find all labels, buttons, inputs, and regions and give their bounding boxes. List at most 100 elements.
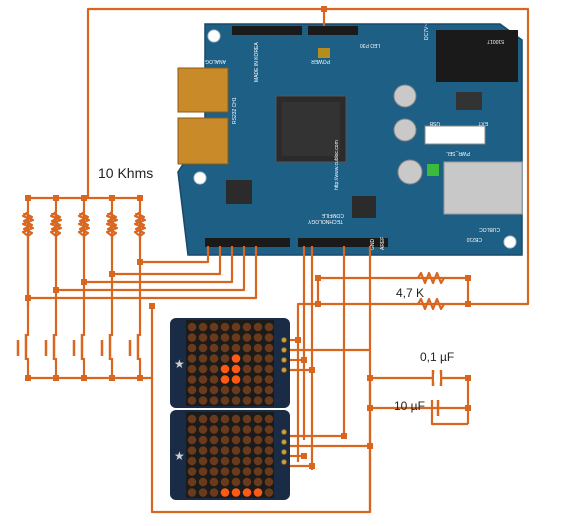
star-icon: ★ (174, 357, 185, 371)
led-off (231, 385, 241, 395)
board-dc-in: DC7V~12V (424, 14, 430, 40)
led-off (264, 456, 274, 466)
led-on (220, 364, 230, 374)
led-on (242, 488, 252, 497)
board-brand: CUBLOC (479, 226, 500, 232)
board-pwr-sel: PWR_SEL (446, 150, 470, 156)
led-off (209, 333, 219, 342)
led-off (187, 385, 197, 395)
led-off (264, 364, 274, 374)
resistor-bank (21, 208, 147, 240)
led-off (198, 456, 208, 466)
led-off (253, 322, 263, 332)
led-off (198, 343, 208, 353)
led-off (231, 467, 241, 476)
led-off (242, 414, 252, 424)
led-off (253, 425, 263, 434)
pushbutton-3 (72, 334, 90, 360)
led-off (242, 456, 252, 466)
board-rs232: RS232 CH1 (232, 97, 238, 124)
led-off (242, 467, 252, 476)
led-on (231, 488, 241, 497)
pushbutton-1 (16, 334, 34, 360)
led-off (209, 446, 219, 455)
pullup-resistors (417, 271, 445, 311)
board-maker: COMFILE (321, 212, 344, 218)
led-off (264, 467, 274, 476)
led-off (264, 435, 274, 445)
led-off (242, 354, 252, 363)
led-on (253, 488, 263, 497)
board-aref: AREF (380, 237, 386, 250)
led-off (253, 343, 263, 353)
led-off (253, 477, 263, 487)
led-off (242, 425, 252, 434)
led-off (198, 322, 208, 332)
board-model: CB210 (466, 236, 482, 242)
led-off (187, 488, 197, 497)
led-off (198, 467, 208, 476)
led-off (209, 364, 219, 374)
led-off (198, 414, 208, 424)
led-off (231, 322, 241, 332)
led-off (264, 488, 274, 497)
led-off (231, 477, 241, 487)
led-off (220, 435, 230, 445)
pushbutton-4 (100, 334, 118, 360)
board-usb: USB (429, 120, 440, 126)
led-off (220, 385, 230, 395)
led-on (220, 488, 230, 497)
led-off (231, 446, 241, 455)
led-off (187, 375, 197, 384)
led-off (242, 322, 252, 332)
board-model-code: 510017 (487, 38, 504, 44)
board-maker-sub: TECHNOLOGY (307, 218, 343, 224)
led-off (209, 488, 219, 497)
led-off (242, 333, 252, 342)
led-off (220, 343, 230, 353)
cap-large-label: 10 µF (394, 399, 425, 413)
led-off (264, 322, 274, 332)
led-off (242, 435, 252, 445)
led-off (253, 456, 263, 466)
led-off (209, 385, 219, 395)
led-off (220, 467, 230, 476)
led-off (209, 354, 219, 363)
pushbutton-5 (128, 334, 146, 360)
led-off (198, 477, 208, 487)
led-off (242, 364, 252, 374)
pullup-label: 4,7 K (396, 286, 424, 300)
led-off (187, 333, 197, 342)
pushbutton-bank (16, 334, 146, 360)
led-off (231, 456, 241, 466)
led-off (253, 354, 263, 363)
pushbutton-2 (44, 334, 62, 360)
led-off (187, 446, 197, 455)
led-off (264, 375, 274, 384)
led-matrix-2: ★ (170, 410, 290, 500)
led-off (231, 333, 241, 342)
led-off (253, 385, 263, 395)
led-off (264, 396, 274, 405)
led-off (187, 343, 197, 353)
board-analog-in: ANALOG IN (198, 58, 226, 64)
led-off (198, 425, 208, 434)
led-off (231, 425, 241, 434)
led-on (231, 364, 241, 374)
led-off (231, 343, 241, 353)
led-off (231, 396, 241, 405)
led-off (209, 322, 219, 332)
board-ext: EXT (478, 120, 488, 126)
led-off (220, 354, 230, 363)
led-on (220, 375, 230, 384)
led-off (187, 435, 197, 445)
led-off (220, 477, 230, 487)
led-off (220, 425, 230, 434)
led-off (187, 467, 197, 476)
led-off (209, 375, 219, 384)
led-off (264, 446, 274, 455)
led-off (253, 446, 263, 455)
led-off (187, 364, 197, 374)
led-off (187, 477, 197, 487)
led-on (231, 354, 241, 363)
